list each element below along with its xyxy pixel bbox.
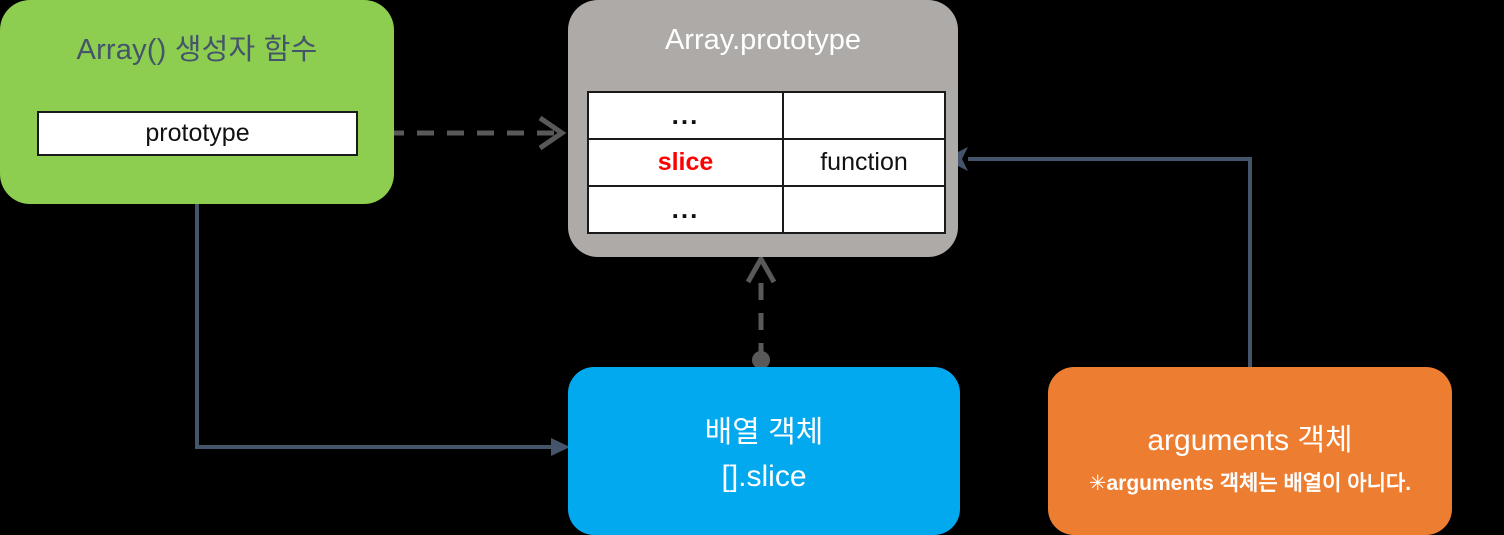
connector-arguments-to-slice (944, 147, 1252, 367)
constructor-title: Array() 생성자 함수 (76, 34, 318, 66)
prototype-slot[interactable]: prototype (37, 111, 358, 156)
node-array-prototype[interactable]: Array.prototype ... slice function ... (568, 0, 958, 257)
connector-array-proto-link (745, 253, 777, 369)
prototype-title: Array.prototype (664, 24, 862, 56)
array-object-title: 배열 객체 (704, 416, 824, 449)
node-arguments-object[interactable]: arguments 객체 ✳arguments 객체는 배열이 아니다. (1048, 367, 1452, 535)
table-cell-key: ... (587, 185, 784, 234)
prototype-members-table: ... slice function ... (587, 91, 946, 234)
table-row: ... (587, 185, 946, 234)
table-cell-value-slice: function (782, 138, 946, 187)
arguments-object-title: arguments 객체 (1147, 424, 1353, 457)
table-row: ... (587, 91, 946, 140)
node-array-constructor[interactable]: Array() 생성자 함수 prototype (0, 0, 394, 204)
table-cell-key-slice: slice (587, 138, 784, 187)
prototype-slot-label: prototype (145, 119, 250, 147)
connector-constructor-to-array (195, 204, 570, 456)
table-cell-key: ... (587, 91, 784, 140)
table-cell-value (782, 185, 946, 234)
table-cell-value (782, 91, 946, 140)
arguments-object-note: ✳arguments 객체는 배열이 아니다. (1088, 472, 1412, 495)
table-row: slice function (587, 138, 946, 187)
node-array-object[interactable]: 배열 객체 [].slice (568, 367, 960, 535)
array-object-subtitle: [].slice (721, 460, 807, 493)
